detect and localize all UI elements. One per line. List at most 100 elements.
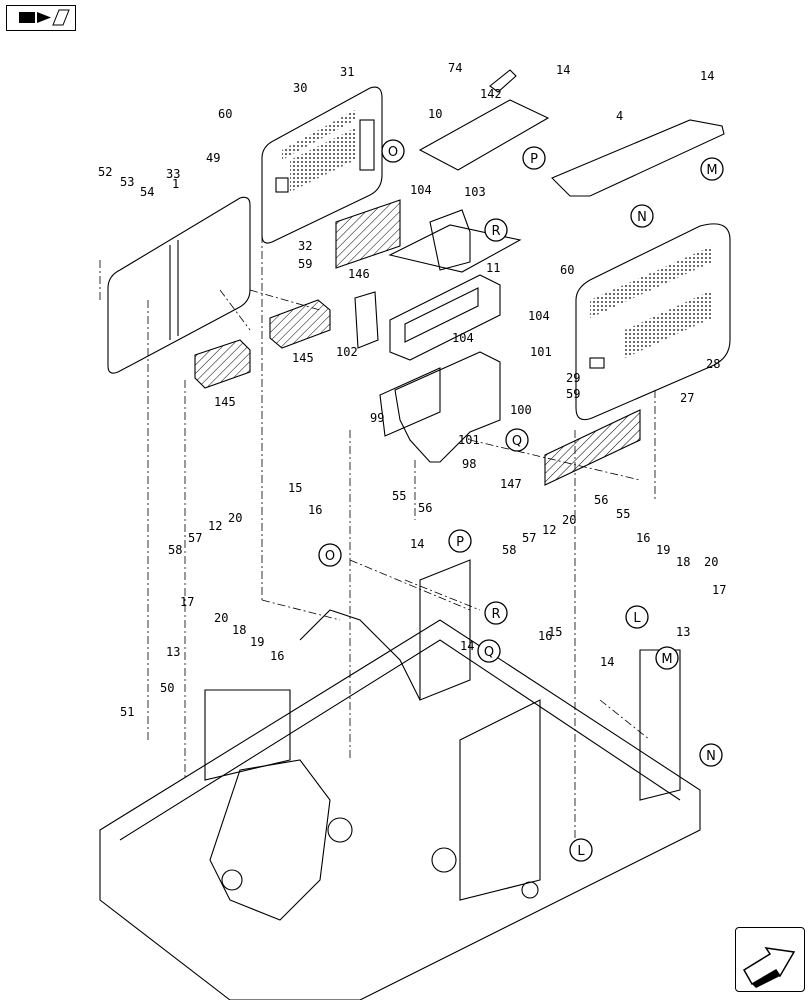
part-number-label: 19 xyxy=(250,635,264,649)
part-number-label: 60 xyxy=(218,107,232,121)
svg-text:R: R xyxy=(491,607,500,622)
part-number-label: 28 xyxy=(706,357,720,371)
filter-145-b xyxy=(269,299,331,349)
part-number-label: 145 xyxy=(214,395,236,409)
part-number-label: 14 xyxy=(410,537,424,551)
callout-m: M xyxy=(700,157,724,181)
svg-text:L: L xyxy=(577,844,585,859)
part-number-label: 14 xyxy=(600,655,614,669)
callout-l: L xyxy=(569,838,593,862)
part-number-label: 16 xyxy=(636,531,650,545)
part-number-label: 17 xyxy=(712,583,726,597)
part-number-label: 50 xyxy=(160,681,174,695)
part-number-label: 49 xyxy=(206,151,220,165)
part-number-label: 16 xyxy=(538,629,552,643)
svg-text:O: O xyxy=(325,549,335,564)
part-number-label: 20 xyxy=(228,511,242,525)
part-number-label: 13 xyxy=(676,625,690,639)
part-number-label: 99 xyxy=(370,411,384,425)
part-number-label: 20 xyxy=(704,555,718,569)
part-number-label: 18 xyxy=(232,623,246,637)
part-number-label: 1 xyxy=(172,177,179,191)
part-number-label: 16 xyxy=(270,649,284,663)
callout-p: P xyxy=(522,146,546,170)
boom-mount xyxy=(209,759,331,921)
part-number-label: 33 xyxy=(166,167,180,181)
book-arrow-button[interactable] xyxy=(6,5,76,31)
svg-text:L: L xyxy=(633,611,641,626)
svg-text:O: O xyxy=(388,145,398,160)
part-number-label: 12 xyxy=(208,519,222,533)
panel-33 xyxy=(107,196,251,374)
part-number-label: 15 xyxy=(548,625,562,639)
part-number-label: 52 xyxy=(98,165,112,179)
callout-q: Q xyxy=(477,639,501,663)
part-number-label: 16 xyxy=(308,503,322,517)
part-number-label: 32 xyxy=(298,239,312,253)
part-number-label: 98 xyxy=(462,457,476,471)
part-number-label: 13 xyxy=(166,645,180,659)
part-number-label: 15 xyxy=(288,481,302,495)
callout-o: O xyxy=(318,543,342,567)
book-arrow-icon xyxy=(19,9,70,26)
bracket-102 xyxy=(354,291,379,349)
part-number-label: 53 xyxy=(120,175,134,189)
part-number-label: 51 xyxy=(120,705,134,719)
svg-text:P: P xyxy=(530,152,538,167)
part-number-label: 57 xyxy=(188,531,202,545)
part-number-label: 19 xyxy=(656,543,670,557)
part-number-label: 145 xyxy=(292,351,314,365)
part-number-label: 20 xyxy=(214,611,228,625)
svg-text:Q: Q xyxy=(484,645,494,660)
part-number-label: 14 xyxy=(700,69,714,83)
base-frame xyxy=(99,619,701,1001)
part-number-label: 104 xyxy=(452,331,474,345)
part-number-label: 74 xyxy=(448,61,462,75)
part-number-label: 4 xyxy=(616,109,623,123)
svg-text:R: R xyxy=(491,224,500,239)
bracket-4 xyxy=(551,119,725,197)
svg-text:P: P xyxy=(456,535,464,550)
part-number-label: 56 xyxy=(418,501,432,515)
callout-o: O xyxy=(381,139,405,163)
part-number-label: 103 xyxy=(464,185,486,199)
part-number-label: 100 xyxy=(510,403,532,417)
part-number-label: 18 xyxy=(676,555,690,569)
frame-upright-left xyxy=(204,689,291,781)
frame-11 xyxy=(389,274,501,361)
panel-30 xyxy=(261,86,383,244)
part-number-label: 101 xyxy=(458,433,480,447)
part-number-label: 29 xyxy=(566,371,580,385)
part-number-label: 57 xyxy=(522,531,536,545)
part-number-label: 55 xyxy=(616,507,630,521)
callout-q: Q xyxy=(505,428,529,452)
part-number-label: 102 xyxy=(336,345,358,359)
part-number-label: 58 xyxy=(168,543,182,557)
arrow-right-button[interactable] xyxy=(735,927,805,992)
part-number-label: 147 xyxy=(500,477,522,491)
part-number-label: 55 xyxy=(392,489,406,503)
part-number-label: 17 xyxy=(180,595,194,609)
part-number-label: 58 xyxy=(502,543,516,557)
part-number-label: 59 xyxy=(566,387,580,401)
callout-p: P xyxy=(448,529,472,553)
part-number-label: 54 xyxy=(140,185,154,199)
callout-m: M xyxy=(655,646,679,670)
callout-n: N xyxy=(630,204,654,228)
svg-text:M: M xyxy=(661,652,672,667)
plate-103 xyxy=(388,224,522,273)
pad-147 xyxy=(544,409,641,486)
cover-100 xyxy=(394,351,501,463)
part-number-label: 104 xyxy=(410,183,432,197)
part-number-label: 11 xyxy=(486,261,500,275)
callout-r: R xyxy=(484,218,508,242)
part-number-label: 12 xyxy=(542,523,556,537)
panel-27 xyxy=(575,223,731,421)
filter-145-a xyxy=(194,339,251,389)
radiator xyxy=(459,699,541,901)
plate-10 xyxy=(418,99,550,171)
part-number-label: 146 xyxy=(348,267,370,281)
